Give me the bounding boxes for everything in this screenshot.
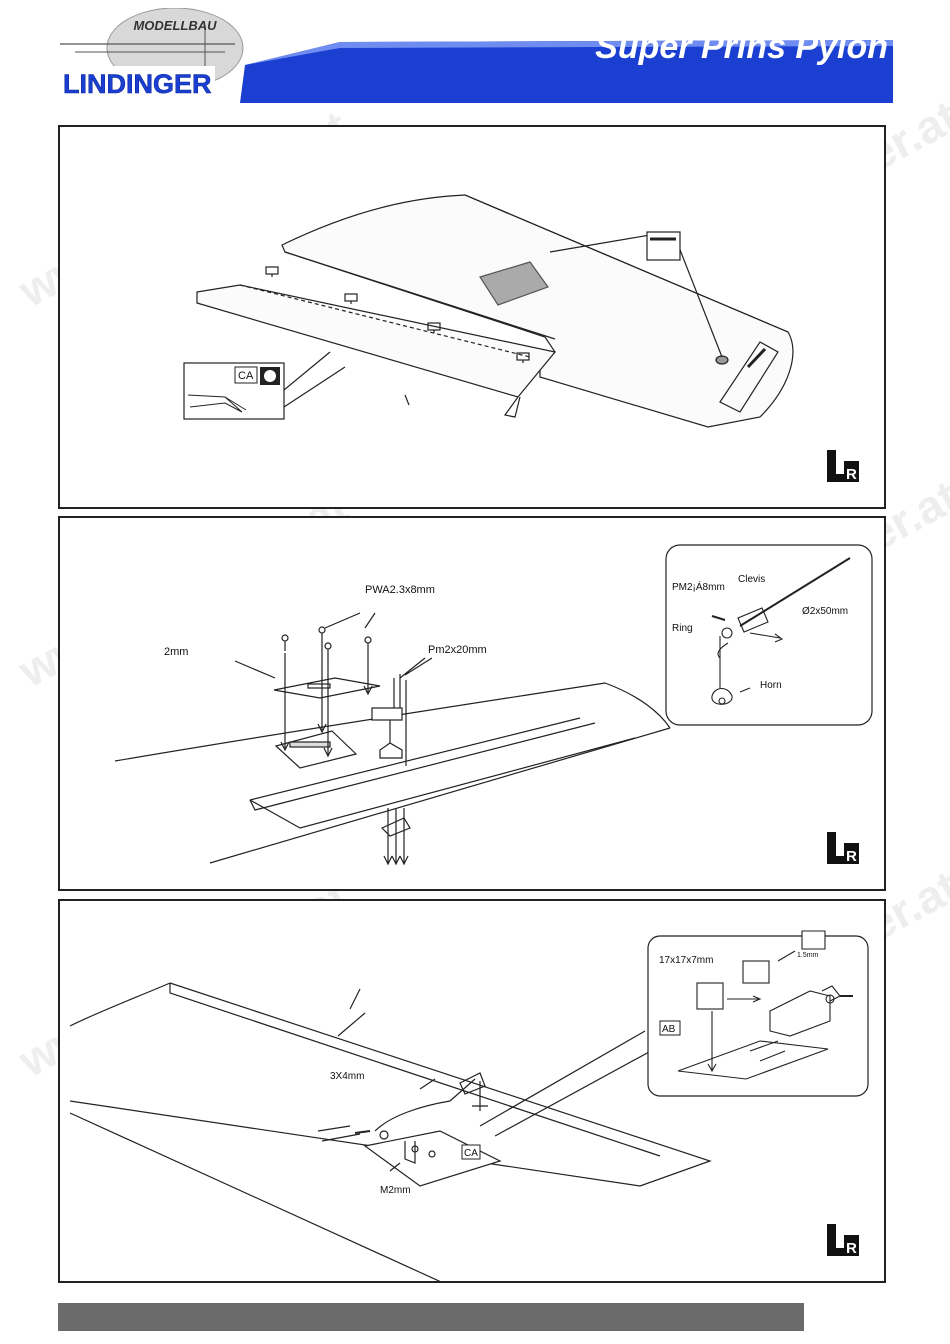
label-pm-screw: Pm2x20mm [428, 644, 487, 656]
label-pm2-screw: PM2¡Á8mm [672, 580, 725, 593]
left-right-badge: R [826, 449, 860, 483]
svg-text:R: R [846, 1240, 857, 1257]
svg-text:R: R [846, 848, 857, 865]
step-panel-servo-install: CA 3X4mm M2mm 17x17x7mm AB 1 [58, 899, 886, 1283]
logo-top-text: MODELLBAU [133, 18, 217, 33]
ca-label: CA [238, 370, 254, 382]
label-2mm: 2mm [164, 646, 188, 658]
label-m2: M2mm [380, 1185, 411, 1196]
header-title: Super Prins Pylon [595, 28, 888, 66]
label-ring: Ring [672, 623, 693, 634]
step-panel-aileron-hinge: CA R [58, 125, 886, 509]
ca-label-panel3: CA [464, 1148, 478, 1159]
servo-mount-inset: 17x17x7mm AB 1.5mm [648, 931, 868, 1096]
label-clevis: Clevis [738, 574, 765, 585]
clevis-inset: PM2¡Á8mm Clevis Ø2x50mm Ring Horn [666, 545, 872, 725]
label-block-size: 17x17x7mm [659, 955, 713, 966]
left-right-badge: R [826, 831, 860, 865]
step-panel-horn-install: PWA2.3x8mm 2mm Pm2x20mm PM2¡Á8mm Clevis … [58, 516, 886, 891]
label-pwa-screw: PWA2.3x8mm [365, 584, 435, 596]
lindinger-logo: MODELLBAU LINDINGER [55, 8, 245, 103]
servo-install-diagram: CA 3X4mm M2mm 17x17x7mm AB 1 [60, 901, 884, 1281]
label-rod: Ø2x50mm [802, 606, 848, 617]
svg-text:R: R [846, 466, 857, 483]
horn-install-diagram: PWA2.3x8mm 2mm Pm2x20mm PM2¡Á8mm Clevis … [60, 518, 884, 889]
label-horn: Horn [760, 680, 782, 691]
label-ab: AB [662, 1024, 676, 1035]
label-3x4-screw: 3X4mm [330, 1071, 364, 1082]
aileron-hinge-diagram: CA [60, 127, 884, 507]
footer-bar [58, 1303, 804, 1331]
label-drill-size: 1.5mm [797, 952, 819, 959]
logo-main-text: LINDINGER [63, 69, 212, 99]
page-header: Super Prins Pylon MODELLBAU LINDINGER [0, 0, 950, 110]
left-right-badge: R [826, 1223, 860, 1257]
ca-glue-callout: CA [184, 363, 284, 419]
